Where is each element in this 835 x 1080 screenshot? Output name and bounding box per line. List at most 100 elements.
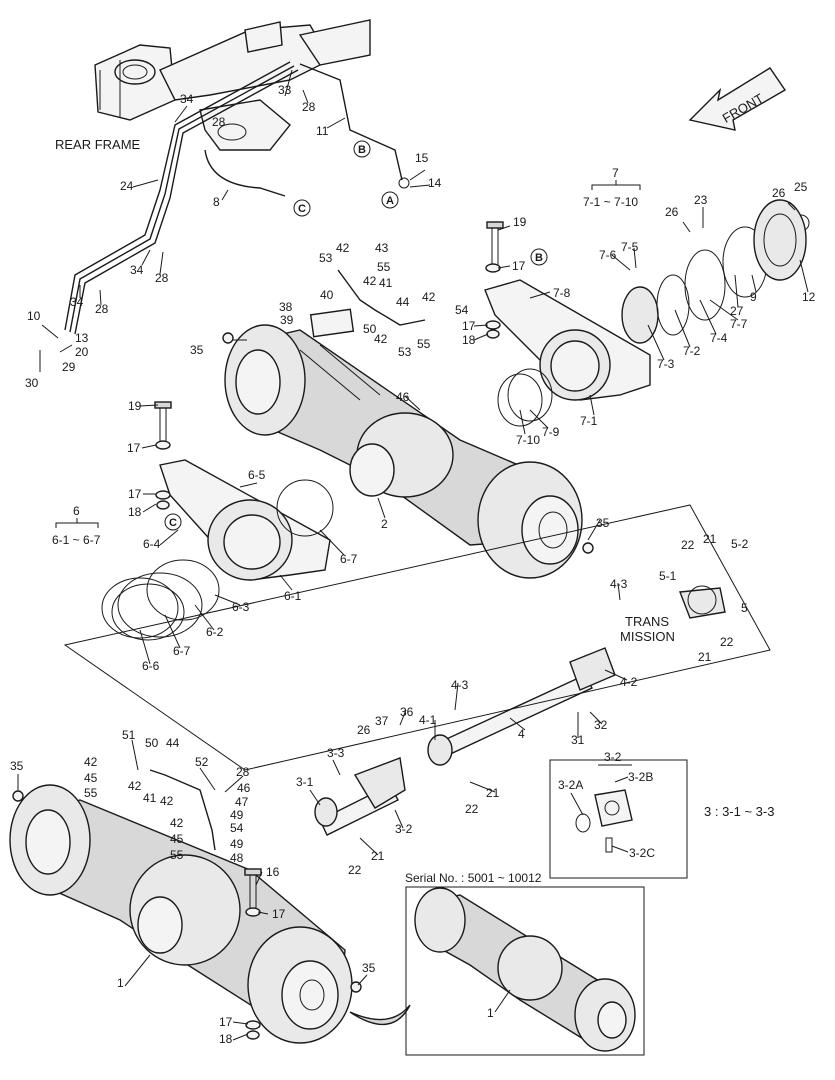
part-42g: 42 (160, 794, 174, 808)
part-17c: 17 (127, 441, 141, 455)
part-16: 16 (266, 865, 280, 879)
part-17f: 17 (219, 1015, 233, 1029)
part-6-1: 6-1 (284, 589, 302, 603)
part-42d: 42 (374, 332, 388, 346)
callout-b-mid: B (535, 252, 543, 264)
part-14: 14 (428, 176, 442, 190)
trans-mission-label-2: MISSION (620, 629, 675, 644)
group7-num: 7 (612, 166, 619, 180)
part-1b: 1 (487, 1006, 494, 1020)
leader-lines (17, 69, 809, 1041)
part-3-3: 3-3 (327, 746, 345, 760)
part-3-2: 3-2 (395, 822, 413, 836)
rear-frame-label: REAR FRAME (55, 137, 141, 152)
part-22b: 22 (720, 635, 734, 649)
group6-num: 6 (73, 504, 80, 518)
part-49a: 49 (230, 808, 244, 822)
part-6-7a: 6-7 (340, 552, 358, 566)
part-32: 32 (594, 718, 608, 732)
part-6-4: 6-4 (143, 537, 161, 551)
part-7-3: 7-3 (657, 357, 675, 371)
part-31: 31 (571, 733, 585, 747)
part-7-6: 7-6 (599, 248, 617, 262)
part-3-1: 3-1 (296, 775, 314, 789)
part-22d: 22 (348, 863, 362, 877)
part-7-10: 7-10 (516, 433, 540, 447)
part-2: 2 (381, 517, 388, 531)
part-35a: 35 (190, 343, 204, 357)
part-5-1: 5-1 (659, 569, 677, 583)
part-52: 52 (195, 755, 209, 769)
part-36: 36 (400, 705, 414, 719)
part-55b: 55 (417, 337, 431, 351)
part-54a: 54 (455, 303, 469, 317)
part-3-2c: 3-2C (629, 846, 655, 860)
part-15: 15 (415, 151, 429, 165)
part-4-2: 4-2 (620, 675, 638, 689)
front-bracket-right (484, 199, 807, 427)
front-bracket-left (101, 459, 334, 641)
part-42c: 42 (422, 290, 436, 304)
label-layer: REAR FRAME TRANS MISSION Serial No. : 50… (10, 83, 816, 1046)
hydraulic-lines (64, 61, 410, 335)
part-4-1: 4-1 (419, 713, 437, 727)
part-17e: 17 (272, 907, 286, 921)
front-arrow: FRONT (688, 67, 787, 131)
part-38: 38 (279, 300, 293, 314)
group7-range: 7-1 ~ 7-10 (583, 195, 638, 209)
part-30: 30 (25, 376, 39, 390)
part-46b: 46 (237, 781, 251, 795)
part-7-7: 7-7 (730, 317, 748, 331)
part-5: 5 (741, 601, 748, 615)
part-28e: 28 (236, 765, 250, 779)
part-33: 33 (278, 83, 292, 97)
part-44: 44 (396, 295, 410, 309)
part-3-2a: 3-2A (558, 778, 583, 792)
part-21b: 21 (698, 650, 712, 664)
part-17b: 17 (462, 319, 476, 333)
part-7-4: 7-4 (710, 331, 728, 345)
part-43: 43 (375, 241, 389, 255)
callout-a-top: A (386, 195, 394, 207)
part-55a: 55 (377, 260, 391, 274)
part-53a: 53 (319, 251, 333, 265)
part-7-8: 7-8 (553, 286, 571, 300)
trans-mission-label-1: TRANS (625, 614, 669, 629)
part-6-5: 6-5 (248, 468, 266, 482)
part-5-2: 5-2 (731, 537, 749, 551)
front-axle (224, 324, 583, 579)
part-17a: 17 (512, 259, 526, 273)
part-48: 48 (230, 851, 244, 865)
part-22c: 22 (465, 802, 479, 816)
part-19a: 19 (513, 215, 527, 229)
part-22a: 22 (681, 538, 695, 552)
part-4-3b: 4-3 (451, 678, 469, 692)
part-44b: 44 (166, 736, 180, 750)
part-7-1: 7-1 (580, 414, 598, 428)
inset-box-serial (349, 886, 645, 1056)
part-21a: 21 (703, 532, 717, 546)
part-47: 47 (235, 795, 249, 809)
part-6-2: 6-2 (206, 625, 224, 639)
serial-label: Serial No. : 5001 ~ 10012 (405, 871, 542, 885)
part-8: 8 (213, 195, 220, 209)
part-24: 24 (120, 179, 134, 193)
part-12: 12 (802, 290, 816, 304)
part-21d: 21 (371, 849, 385, 863)
part-55c: 55 (84, 786, 98, 800)
part-45a: 45 (84, 771, 98, 785)
part-6-6: 6-6 (142, 659, 160, 673)
part-42h: 42 (170, 816, 184, 830)
part-11: 11 (316, 124, 329, 138)
exploded-outline (63, 504, 771, 771)
part-3-2b: 3-2B (628, 770, 653, 784)
group6-range: 6-1 ~ 6-7 (52, 533, 101, 547)
part-34b: 34 (130, 263, 144, 277)
part-10: 10 (27, 309, 41, 323)
part-34a: 34 (180, 92, 194, 106)
part-53b: 53 (398, 345, 412, 359)
part-13: 13 (75, 331, 89, 345)
part-46a: 46 (396, 390, 410, 404)
inset-box-3-2 (549, 759, 688, 879)
part-49b: 49 (230, 837, 244, 851)
